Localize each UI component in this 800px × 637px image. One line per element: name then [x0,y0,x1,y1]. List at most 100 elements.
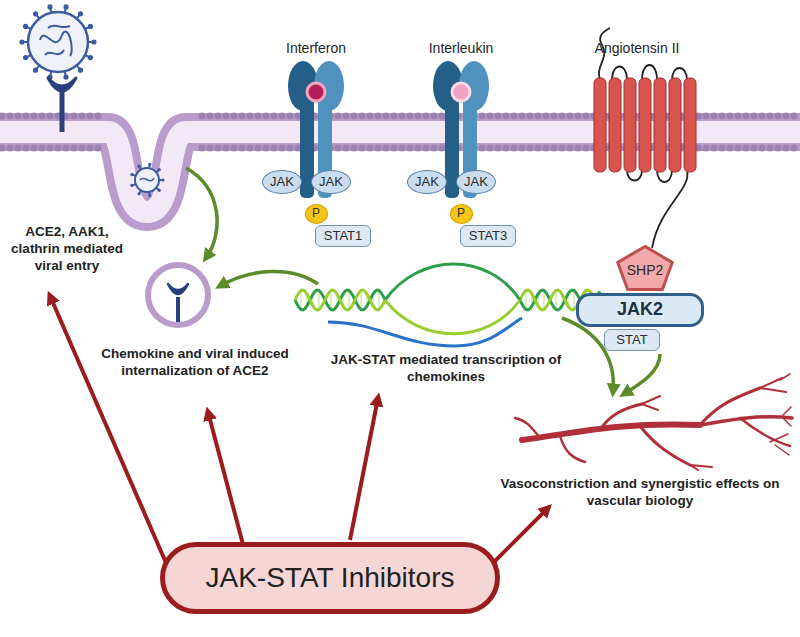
node-label: P [457,207,465,220]
cell-membrane [782,144,789,151]
cell-membrane [38,112,45,119]
green-arrows [624,354,660,394]
ligand-label: Interferon [256,40,376,58]
interleukin-receptor [452,83,470,101]
cell-membrane [758,144,765,151]
cell-membrane [366,112,373,119]
cell-membrane [214,112,221,119]
cell-membrane [414,144,421,151]
cell-membrane [766,144,773,151]
stat-protein: STAT3 [460,225,516,247]
cell-membrane [750,144,757,151]
cell-membrane [94,112,101,119]
inhibitor-arrows [50,296,170,572]
cell-membrane [558,144,565,151]
pentagon-outline [618,246,673,289]
cell-membrane [710,112,717,119]
cell-membrane [54,144,61,151]
cell-membrane [78,144,85,151]
cell-membrane [70,112,77,119]
cell-membrane [358,112,365,119]
cell-membrane [246,144,253,151]
cell-membrane [14,144,21,151]
jak-protein: JAK [407,170,447,194]
virus [63,74,68,79]
cell-membrane [518,144,525,151]
dna-transcription [378,290,379,309]
node-label: STAT [616,333,647,347]
node-label: STAT1 [324,229,363,243]
cell-membrane [38,144,45,151]
interferon-receptor [307,83,325,101]
cell-membrane [510,144,517,151]
cell-membrane [422,112,429,119]
dna-transcription [573,290,574,309]
phosphate-circle: P [450,204,473,224]
cell-membrane [574,144,581,151]
cell-membrane [366,144,373,151]
cell-membrane [574,112,581,119]
stat-protein: STAT [604,329,660,351]
endocytosed-virus [158,189,161,192]
cell-membrane [230,144,237,151]
virus [33,11,38,16]
cell-membrane [566,144,573,151]
cell-membrane [254,144,261,151]
dna-transcription [525,290,526,309]
cell-membrane [86,144,93,151]
cell-membrane [742,112,749,119]
cell-membrane [198,112,205,119]
cell-membrane [486,112,493,119]
cell-membrane [86,112,93,119]
cell-membrane [382,144,389,151]
virus [91,39,96,44]
cell-membrane [542,112,549,119]
cell-membrane [206,144,213,151]
dna-transcription [360,290,361,309]
virus [63,4,68,9]
angiotensin-receptor [627,170,672,182]
dna-transcription [295,290,385,310]
green-arrows [186,168,217,258]
jak-protein: JAK [456,170,496,194]
virus [23,24,28,29]
cell-membrane [246,112,253,119]
internalized-vesicle [148,265,208,325]
virus [78,68,83,73]
cell-membrane [222,144,229,151]
cell-membrane [742,144,749,151]
cell-membrane [718,112,725,119]
jak2-protein: JAK2 [576,293,704,327]
inhibitor-arrows [50,296,548,572]
endocytosed-virus [137,192,140,195]
stat-protein: STAT1 [315,225,371,247]
cell-membrane [414,112,421,119]
endocytosed-virus [148,194,151,197]
cell-membrane [550,112,557,119]
cell-membrane [286,112,293,119]
virus [88,24,93,29]
blood-vessel [515,374,792,470]
cell-membrane [750,112,757,119]
process-caption: JAK-STAT mediated transcription of chemo… [310,352,582,386]
ligand-label: Interleukin [401,40,521,58]
internalized-vesicle [168,284,188,294]
endocytosed-virus [140,178,154,181]
cell-membrane [438,144,445,151]
cell-membrane [494,112,501,119]
cell-membrane [374,144,381,151]
cell-membrane [510,112,517,119]
cell-membrane [254,112,261,119]
cell-membrane [494,144,501,151]
cell-membrane [46,112,53,119]
cell-membrane [22,112,29,119]
cell-membrane [374,112,381,119]
cell-membrane [46,144,53,151]
blood-vessel [740,418,790,446]
angiotensin-receptor [609,78,621,172]
cell-membrane [390,144,397,151]
cell-membrane [550,144,557,151]
cell-membrane [430,144,437,151]
cell-membrane [582,144,589,151]
endocytosed-virus [161,178,164,181]
